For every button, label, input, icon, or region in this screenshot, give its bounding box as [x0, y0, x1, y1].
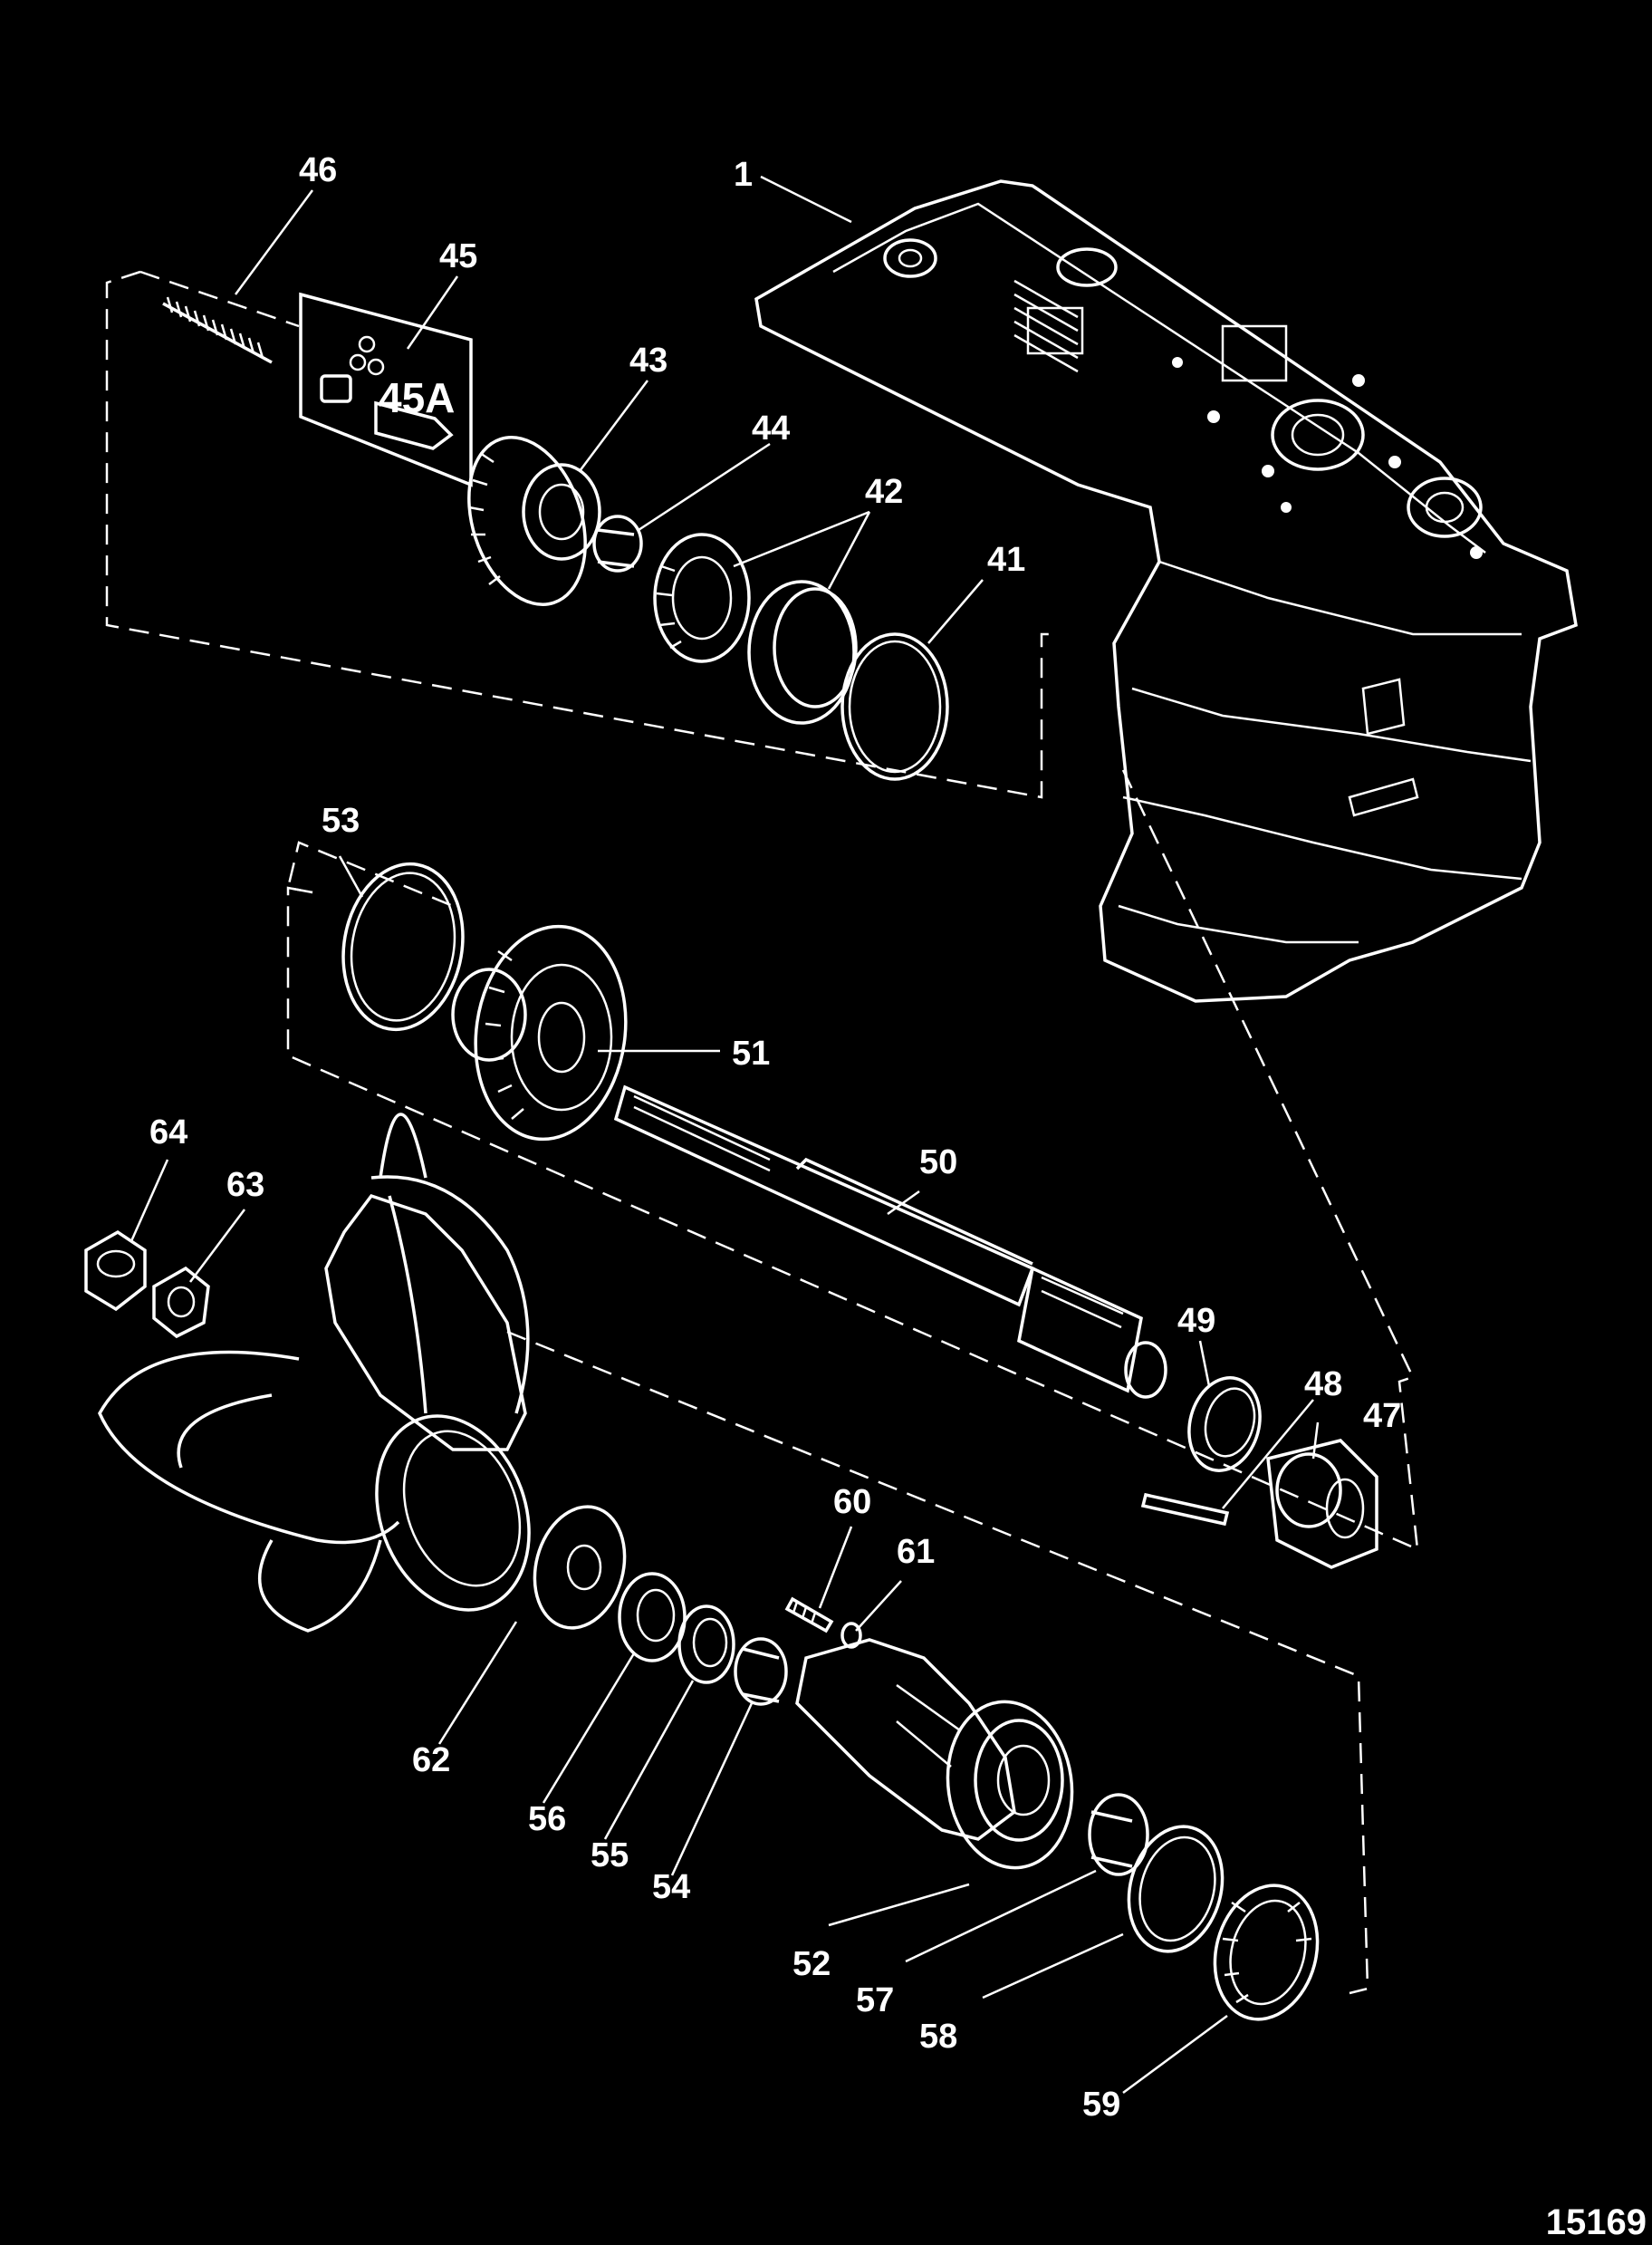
- needle-bearing: [592, 515, 643, 573]
- callout-57: 57: [856, 1981, 894, 2019]
- callout-54: 54: [652, 1868, 690, 1906]
- callout-56: 56: [528, 1800, 566, 1838]
- propeller: [98, 1113, 531, 1633]
- callout-51: 51: [732, 1035, 770, 1073]
- thrust-washer-58: [1127, 1825, 1225, 1953]
- leader-lines: [130, 175, 1320, 2095]
- callout-61: 61: [897, 1533, 935, 1571]
- group-boundaries: [105, 270, 1419, 1995]
- callout-59: 59: [1082, 2086, 1120, 2124]
- callout-55: 55: [591, 1836, 629, 1874]
- tapered-roller-bearing: [653, 533, 751, 663]
- washer-61: [840, 1622, 862, 1649]
- screw: [784, 1596, 834, 1633]
- callout-46: 46: [299, 151, 337, 189]
- bearing-carrier: [795, 1638, 1074, 1870]
- clutch: [1266, 1439, 1378, 1569]
- callout-63: 63: [226, 1166, 264, 1204]
- callout-64: 64: [149, 1113, 187, 1151]
- callout-49: 49: [1177, 1302, 1215, 1340]
- bearing-race: [747, 580, 858, 725]
- seal-55: [677, 1604, 735, 1684]
- callout-1: 1: [734, 156, 753, 194]
- callout-60: 60: [833, 1483, 871, 1521]
- gear-housing: [754, 179, 1578, 1003]
- figure-number: 15169: [1545, 2202, 1647, 2242]
- callout-41: 41: [987, 541, 1025, 579]
- callout-47: 47: [1363, 1397, 1401, 1435]
- spring: [162, 296, 273, 364]
- o-ring-41: [840, 632, 949, 781]
- callout-45a: 45A: [379, 374, 455, 421]
- propeller-shaft: [613, 1084, 1167, 1399]
- callout-53: 53: [322, 802, 360, 840]
- bearing-54: [734, 1637, 788, 1706]
- cross-pin: [1140, 1492, 1230, 1527]
- callout-44: 44: [752, 409, 790, 448]
- callout-50: 50: [919, 1143, 957, 1181]
- boundary-top-group: [105, 270, 1055, 799]
- bearing-57: [1088, 1793, 1149, 1876]
- thrust-washer: [533, 1505, 627, 1630]
- callout-48: 48: [1304, 1365, 1342, 1403]
- callout-43: 43: [629, 342, 668, 380]
- boundary-middle-group: [286, 769, 1419, 1552]
- forward-gear: [451, 924, 628, 1142]
- seal-ring: [1187, 1376, 1262, 1472]
- o-ring-53: [341, 862, 465, 1032]
- callout-52: 52: [792, 1945, 831, 1983]
- callout-45: 45: [439, 237, 477, 275]
- seal-56: [618, 1572, 687, 1662]
- tab-washer: [152, 1266, 210, 1339]
- callout-62: 62: [412, 1741, 450, 1779]
- boundary-lower-group: [506, 1330, 1369, 1995]
- callout-58: 58: [919, 2018, 957, 2056]
- boundary-middle-group-top: [286, 841, 454, 908]
- thrust-bearing-59: [1213, 1884, 1320, 2021]
- callout-42: 42: [865, 473, 903, 511]
- callout-labels: 1 41 42 43 44 45 45A 46 47 48 49 50 51 5…: [149, 151, 1401, 2124]
- propeller-nut: [84, 1229, 147, 1312]
- pinion-gear: [467, 436, 601, 606]
- boundary-top-group-upper: [139, 270, 300, 328]
